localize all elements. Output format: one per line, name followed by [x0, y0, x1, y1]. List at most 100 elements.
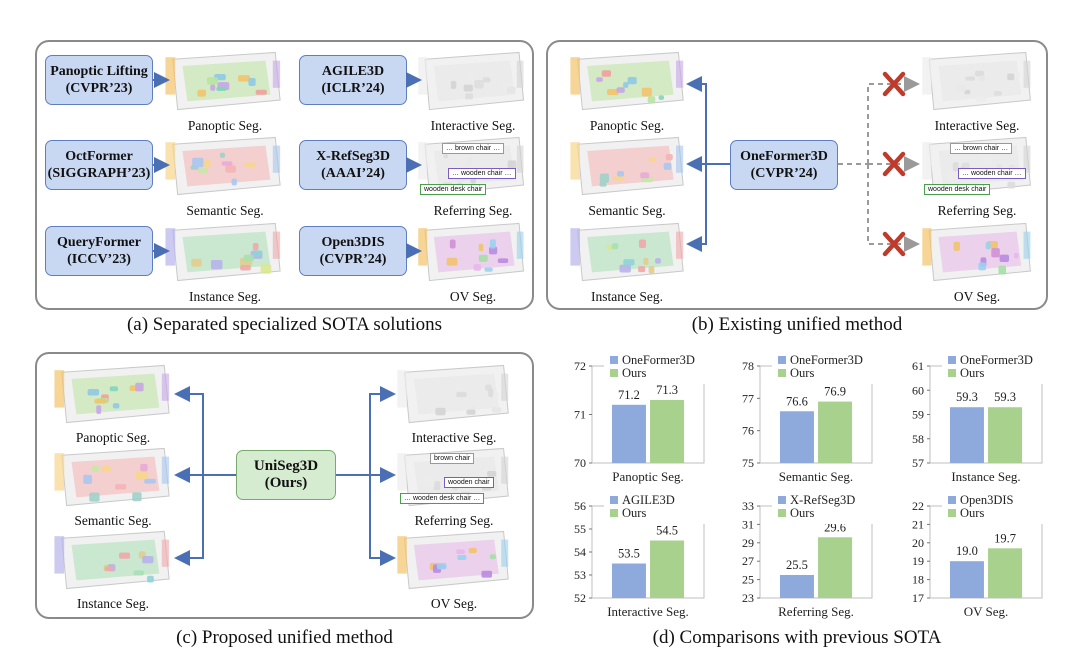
- y-tick-label: 59: [912, 408, 924, 422]
- y-tick-label: 27: [742, 554, 754, 568]
- caption-panel-a: (a) Separated specialized SOTA solutions: [126, 314, 443, 335]
- bar-baseline: [949, 561, 984, 598]
- scene-semantic: [52, 443, 174, 511]
- scene-interactive: [416, 47, 528, 115]
- data-label: 71.2: [618, 388, 640, 402]
- seg-label: Panoptic Seg.: [187, 118, 263, 133]
- legend-label: Open3DIS: [960, 493, 1014, 507]
- bar-ours: [988, 548, 1023, 598]
- legend-label: Ours: [790, 506, 814, 520]
- legend-swatch: [948, 496, 956, 504]
- seg-label: Referring Seg.: [937, 203, 1017, 218]
- legend-label: Ours: [960, 366, 984, 380]
- referring-tag-desk: wooden desk chair: [924, 184, 991, 195]
- y-tick-label: 33: [742, 499, 754, 513]
- method-box-oneformer3d: OneFormer3D(CVPR’24): [730, 140, 838, 190]
- scene-thumbnail: [418, 222, 525, 282]
- y-tick-label: 78: [742, 359, 754, 373]
- bar-ours: [818, 537, 853, 598]
- legend-label: OneFormer3D: [790, 353, 863, 367]
- data-label: 76.6: [786, 394, 808, 408]
- scene-instance: [52, 526, 174, 594]
- y-tick-label: 52: [574, 591, 586, 605]
- seg-label: Semantic Seg.: [186, 203, 264, 218]
- method-box-open3dis: Open3DIS(CVPR’24): [299, 226, 407, 276]
- seg-label: Semantic Seg.: [74, 513, 152, 528]
- scene-thumbnail: [922, 51, 1031, 111]
- legend-swatch: [778, 509, 786, 517]
- y-tick-label: 61: [912, 359, 924, 373]
- seg-label: OV Seg.: [953, 289, 1001, 304]
- data-label: 19.0: [956, 544, 978, 558]
- data-label: 76.9: [824, 385, 846, 399]
- y-tick-label: 18: [912, 573, 924, 587]
- referring-tag-wooden: … wooden chair …: [448, 168, 516, 179]
- legend-swatch: [610, 496, 618, 504]
- method-box-octformer: OctFormer(SIGGRAPH’23): [45, 140, 153, 190]
- scene-thumbnail: [570, 136, 684, 196]
- data-label: 54.5: [656, 524, 678, 538]
- data-label: 71.3: [656, 383, 678, 397]
- legend-label: OneFormer3D: [622, 353, 695, 367]
- seg-label: Instance Seg.: [77, 596, 149, 611]
- scene-semantic: [568, 132, 688, 200]
- scene-interactive: [920, 47, 1035, 115]
- y-tick-label: 75: [742, 456, 754, 470]
- y-tick-label: 58: [912, 432, 924, 446]
- seg-label: Instance Seg.: [189, 289, 261, 304]
- legend-label: Ours: [622, 506, 646, 520]
- referring-tag-wooden: … wooden chair …: [958, 168, 1026, 179]
- x-axis-label: Referring Seg.: [778, 604, 854, 619]
- seg-label: Referring Seg.: [414, 513, 494, 528]
- scene-thumbnail: [570, 51, 684, 111]
- x-axis-label: Semantic Seg.: [779, 469, 853, 484]
- method-box-x-refseg3d: X-RefSeg3D(AAAI’24): [299, 140, 407, 190]
- y-tick-label: 70: [574, 456, 586, 470]
- scene-ov: [416, 218, 528, 286]
- seg-label: Interactive Seg.: [411, 430, 497, 445]
- data-label: 19.7: [994, 531, 1016, 545]
- legend-swatch: [778, 356, 786, 364]
- y-tick-label: 17: [912, 591, 924, 605]
- legend-label: AGILE3D: [622, 493, 675, 507]
- legend-label: Ours: [622, 366, 646, 380]
- bar-ours: [988, 407, 1023, 463]
- y-tick-label: 22: [912, 499, 924, 513]
- method-box-uniseg3d: UniSeg3D(Ours): [236, 450, 336, 500]
- bar-baseline: [611, 404, 646, 463]
- y-tick-label: 19: [912, 554, 924, 568]
- method-box-queryformer: QueryFormer(ICCV’23): [45, 226, 153, 276]
- x-axis-label: Panoptic Seg.: [612, 469, 684, 484]
- y-tick-label: 56: [574, 499, 586, 513]
- bar-chart-5: 23252729313325.529.6X-RefSeg3DOursReferr…: [742, 493, 874, 619]
- seg-label: OV Seg.: [430, 596, 478, 611]
- x-axis-label: Instance Seg.: [951, 469, 1020, 484]
- method-box-panoptic-lifting: Panoptic Lifting(CVPR’23): [45, 55, 153, 105]
- scene-instance: [568, 218, 688, 286]
- bar-ours: [650, 540, 685, 598]
- y-tick-label: 57: [912, 456, 924, 470]
- method-box-agile3d: AGILE3D(ICLR’24): [299, 55, 407, 105]
- scene-panoptic: [52, 360, 174, 428]
- referring-tag-desk: wooden desk chair: [420, 184, 487, 195]
- y-tick-label: 31: [742, 517, 754, 531]
- x-axis-label: OV Seg.: [964, 604, 1009, 619]
- legend-swatch: [948, 509, 956, 517]
- bar-chart-2: 7576777876.676.9OneFormer3DOursSemantic …: [742, 353, 874, 484]
- bar-baseline: [779, 411, 814, 463]
- scene-thumbnail: [397, 364, 509, 424]
- scene-panoptic: [163, 47, 285, 115]
- seg-label: Referring Seg.: [433, 203, 513, 218]
- legend-label: OneFormer3D: [960, 353, 1033, 367]
- scene-thumbnail: [418, 51, 525, 111]
- bar-baseline: [779, 575, 814, 598]
- scene-thumbnail: [165, 222, 281, 282]
- y-tick-label: 21: [912, 517, 924, 531]
